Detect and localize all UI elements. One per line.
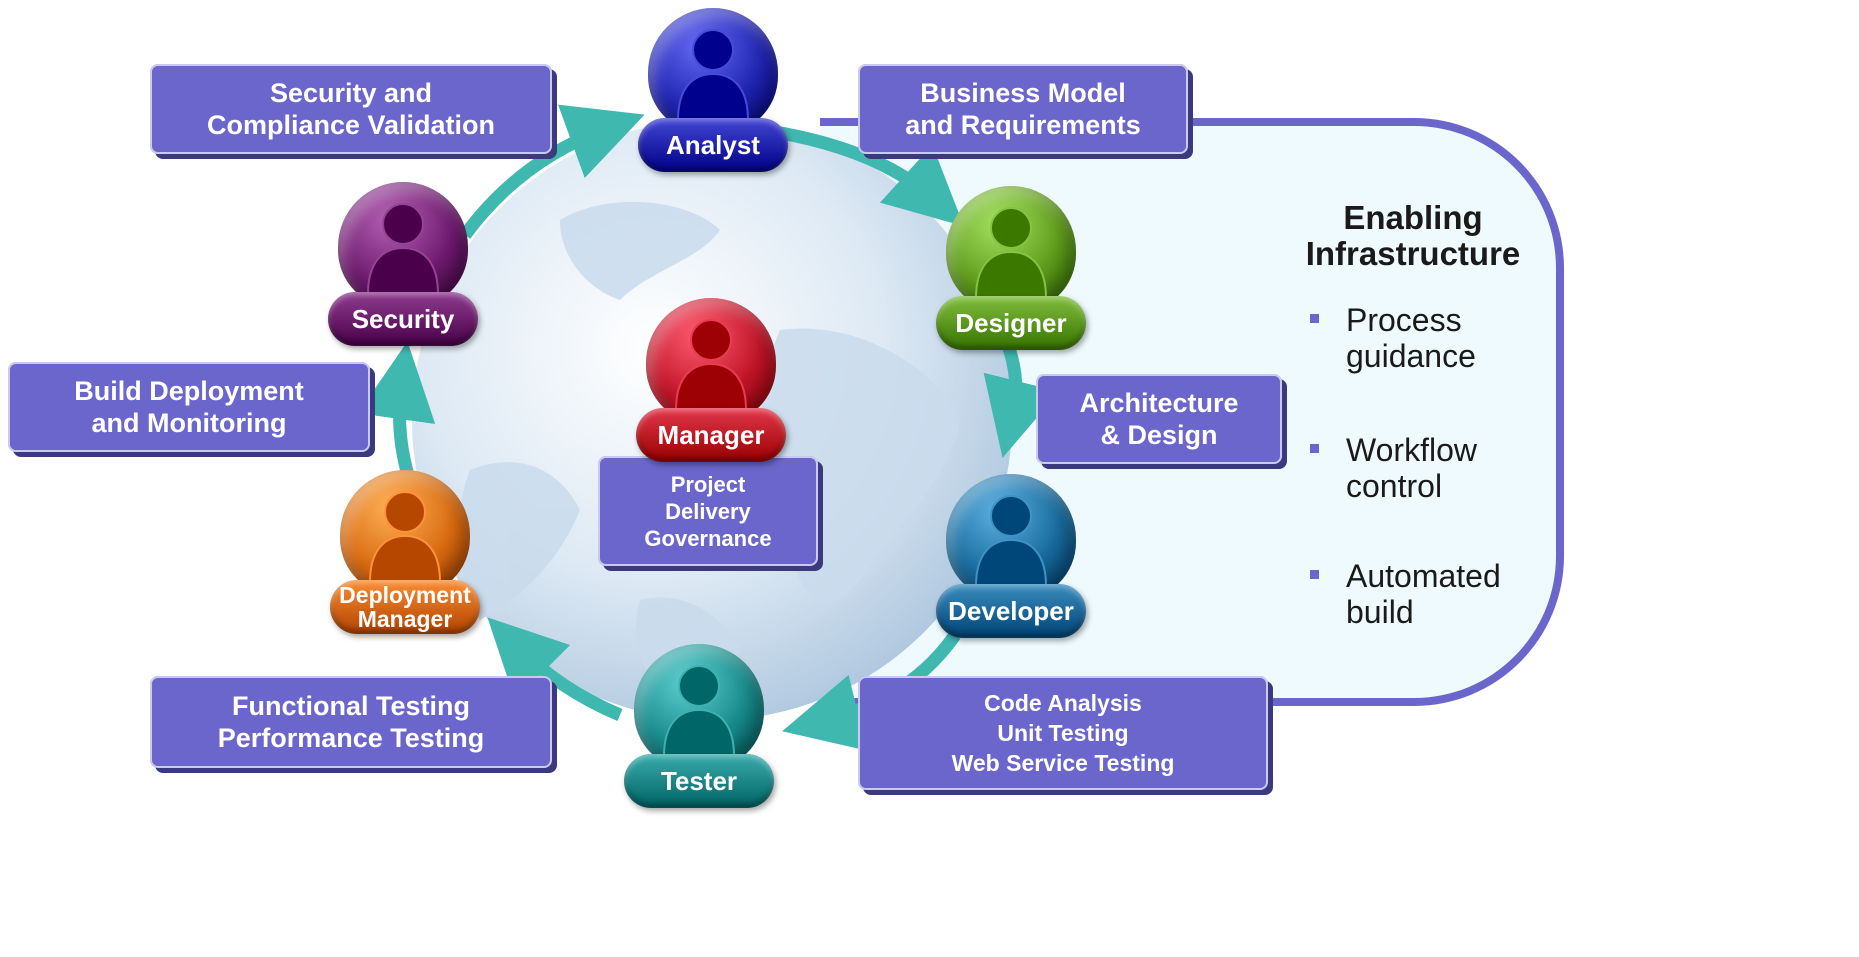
role-deployment-manager: Deployment Manager xyxy=(330,470,480,638)
role-label: Analyst xyxy=(638,118,788,172)
arrow-security-analyst xyxy=(459,104,645,239)
role-label: Designer xyxy=(936,296,1086,350)
arrow-analyst-designer xyxy=(773,125,964,227)
project-delivery-box: Project Delivery Governance xyxy=(598,456,818,566)
architecture-design-box: Architecture & Design xyxy=(1036,374,1282,464)
security-compliance-box: Security and Compliance Validation xyxy=(150,64,552,154)
build-deployment-box: Build Deployment and Monitoring xyxy=(8,362,370,452)
business-model-box: Business Model and Requirements xyxy=(858,64,1188,154)
person-icon xyxy=(662,665,736,757)
role-analyst: Analyst xyxy=(638,8,788,176)
role-label: Deployment Manager xyxy=(330,580,480,634)
role-developer: Developer xyxy=(936,474,1086,642)
bullet-icon xyxy=(1310,314,1319,323)
role-designer: Designer xyxy=(936,186,1086,354)
avatar-icon xyxy=(634,644,764,770)
person-icon xyxy=(974,207,1048,299)
avatar-icon xyxy=(946,474,1076,600)
role-label: Manager xyxy=(636,408,786,462)
avatar-icon xyxy=(340,470,470,596)
role-security: Security xyxy=(328,182,478,350)
arrow-tester-deployment xyxy=(487,617,623,721)
role-manager: Manager xyxy=(636,298,786,466)
person-icon xyxy=(368,491,442,583)
code-analysis-box: Code Analysis Unit Testing Web Service T… xyxy=(858,676,1268,790)
bullet-icon xyxy=(1310,444,1319,453)
avatar-icon xyxy=(338,182,468,308)
role-label: Tester xyxy=(624,754,774,808)
person-icon xyxy=(676,29,750,121)
avatar-icon xyxy=(646,298,776,424)
role-label: Developer xyxy=(936,584,1086,638)
avatar-icon xyxy=(648,8,778,134)
bullet-icon xyxy=(1310,570,1319,579)
person-icon xyxy=(674,319,748,411)
arrow-deployment-security xyxy=(357,341,436,477)
person-icon xyxy=(366,203,440,295)
role-tester: Tester xyxy=(624,644,774,812)
infrastructure-title: Enabling Infrastructure xyxy=(1305,199,1521,272)
avatar-icon xyxy=(946,186,1076,312)
person-icon xyxy=(974,495,1048,587)
functional-testing-box: Functional Testing Performance Testing xyxy=(150,676,552,768)
role-label: Security xyxy=(328,292,478,346)
